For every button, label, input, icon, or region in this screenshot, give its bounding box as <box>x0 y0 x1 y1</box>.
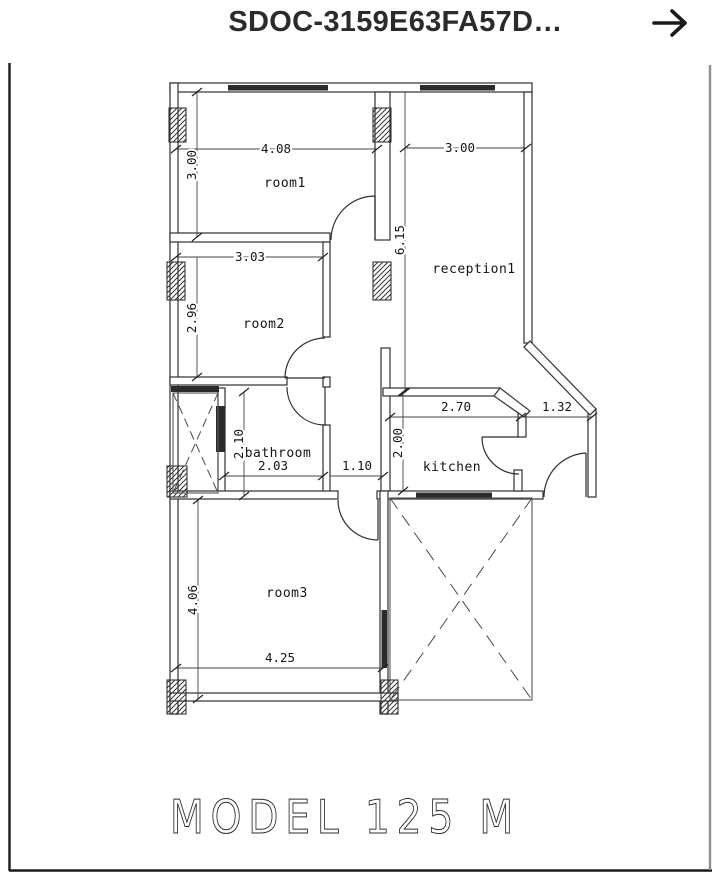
room-labels: room1 reception1 room2 bathroom kitchen … <box>242 175 517 603</box>
diagonal-wall <box>523 340 597 416</box>
dim-bathroom-depth: 2.10 <box>229 387 250 501</box>
door-entrance <box>543 452 587 498</box>
svg-text:3.00: 3.00 <box>445 140 475 155</box>
doors <box>284 195 587 541</box>
model-caption: MODEL 125 M <box>170 790 520 844</box>
svg-text:3.00: 3.00 <box>184 150 199 180</box>
svg-text:4.08: 4.08 <box>261 141 291 156</box>
window-room3 <box>381 610 387 668</box>
label-room1: room1 <box>264 176 306 191</box>
svg-text:4.06: 4.06 <box>185 585 200 615</box>
dim-reception-height: 6.15 <box>390 92 411 397</box>
pillar <box>166 465 188 498</box>
shaft <box>172 392 219 494</box>
header-bar: SDOC-3159E63FA57D… <box>0 0 715 48</box>
dim-room3-width: 4.25 <box>170 648 389 673</box>
pillar <box>166 679 187 715</box>
dim-room3-height: 4.06 <box>183 495 204 704</box>
pillar <box>168 107 187 143</box>
door-room3 <box>337 499 379 541</box>
bathroom-door-bar <box>216 406 225 452</box>
windows <box>171 85 495 668</box>
svg-text:1.10: 1.10 <box>342 458 372 473</box>
pillar <box>372 261 392 301</box>
door-bathroom <box>286 386 326 426</box>
sheet-border <box>8 63 712 872</box>
svg-text:2.10: 2.10 <box>231 429 246 459</box>
svg-text:2.03: 2.03 <box>258 458 288 473</box>
door-kitchen <box>481 436 520 475</box>
dim-entry-width: 1.32 <box>521 397 598 422</box>
dim-room2-width: 3.03 <box>170 247 329 266</box>
dim-room2-height: 2.96 <box>182 257 203 382</box>
pillar <box>372 107 392 143</box>
arrow-right-icon <box>652 9 687 37</box>
dim-reception-width: 3.00 <box>399 138 532 157</box>
dim-hall-width: 1.10 <box>330 456 389 481</box>
forward-arrow-button[interactable] <box>648 4 694 42</box>
shaft-top-bar <box>171 386 219 392</box>
window-room1 <box>228 85 328 91</box>
dim-room1-height: 3.00 <box>182 87 203 242</box>
pillars <box>166 107 399 715</box>
label-bathroom: bathroom <box>245 446 312 461</box>
window-reception <box>420 85 495 91</box>
label-room2: room2 <box>243 317 285 332</box>
svg-text:2.96: 2.96 <box>184 303 199 333</box>
svg-text:3.03: 3.03 <box>235 249 265 264</box>
window-kitchen <box>416 492 492 498</box>
chamfer-wall <box>493 387 531 418</box>
svg-text:4.25: 4.25 <box>265 650 295 665</box>
dimensions: 4.08 3.00 3.00 6.15 3.03 2.96 2.10 <box>170 87 598 704</box>
door-room2 <box>284 337 326 379</box>
dim-bathroom-width: 2.03 <box>218 456 329 481</box>
dim-room1-width: 4.08 <box>170 139 383 158</box>
svg-text:2.70: 2.70 <box>441 399 471 414</box>
svg-text:1.32: 1.32 <box>542 399 572 414</box>
label-reception: reception1 <box>432 262 515 277</box>
dim-kitchen-depth: 2.00 <box>388 387 409 496</box>
label-kitchen: kitchen <box>423 460 481 475</box>
document-title: SDOC-3159E63FA57D… <box>228 6 563 38</box>
pillar <box>166 261 186 301</box>
svg-text:6.15: 6.15 <box>392 225 407 255</box>
door-room1 <box>330 195 376 241</box>
label-room3: room3 <box>266 586 308 601</box>
dim-kitchen-width: 2.70 <box>384 397 527 422</box>
courtyard <box>389 497 533 701</box>
svg-text:2.00: 2.00 <box>390 428 405 458</box>
